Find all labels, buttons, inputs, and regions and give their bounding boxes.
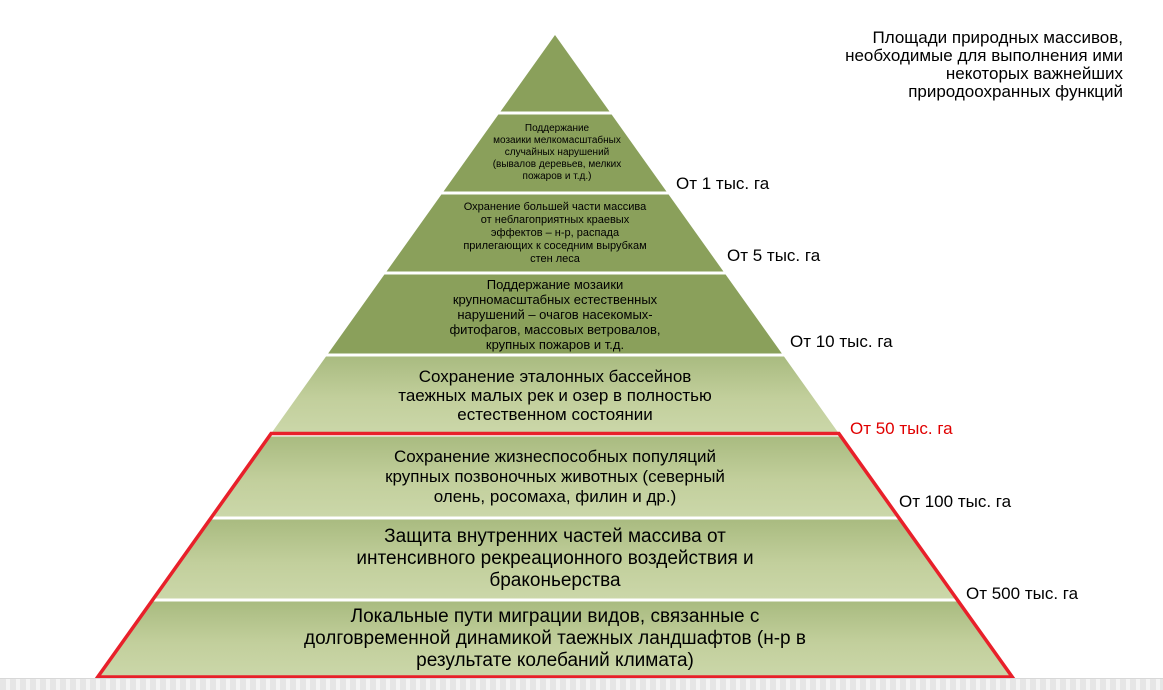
highlight-outline: [94, 431, 1016, 679]
layer-text-8: Локальные пути миграции видов, связанные…: [304, 606, 806, 671]
pyramid-layer-6: [212, 436, 898, 517]
layer-text-7: Защита внутренних частей массива от инте…: [356, 526, 754, 591]
pyramid-layer-7: [153, 519, 957, 599]
pyramid-layer-8: [98, 601, 1012, 677]
threshold-label-6: От 500 тыс. га: [966, 584, 1079, 603]
layer-text-6: Сохранение жизнеспособных популяций круп…: [385, 446, 725, 506]
threshold-label-4: От 50 тыс. га: [850, 419, 953, 438]
pyramid-layer-4: [328, 274, 782, 354]
pyramid-layer-3: [386, 194, 724, 272]
pyramid-layer-5: [271, 356, 839, 434]
diagram-caption: Площади природных массивов, необходимые …: [845, 28, 1123, 101]
pyramid-layer-2: [443, 114, 667, 192]
layer-text-3: Охранение большей части массива от небла…: [463, 200, 647, 265]
threshold-label-1: От 1 тыс. га: [676, 174, 770, 193]
pyramid-layer-1: [500, 35, 610, 112]
threshold-label-3: От 10 тыс. га: [790, 332, 893, 351]
threshold-label-5: От 100 тыс. га: [899, 492, 1012, 511]
bottom-strip: [0, 678, 1163, 690]
layer-text-5: Сохранение эталонных бассейнов таежных м…: [398, 366, 712, 424]
threshold-label-2: От 5 тыс. га: [727, 246, 821, 265]
layer-text-4: Поддержание мозаики крупномасштабных ест…: [449, 276, 661, 352]
layer-text-2: Поддержание мозаики мелкомасштабных случ…: [492, 123, 622, 182]
